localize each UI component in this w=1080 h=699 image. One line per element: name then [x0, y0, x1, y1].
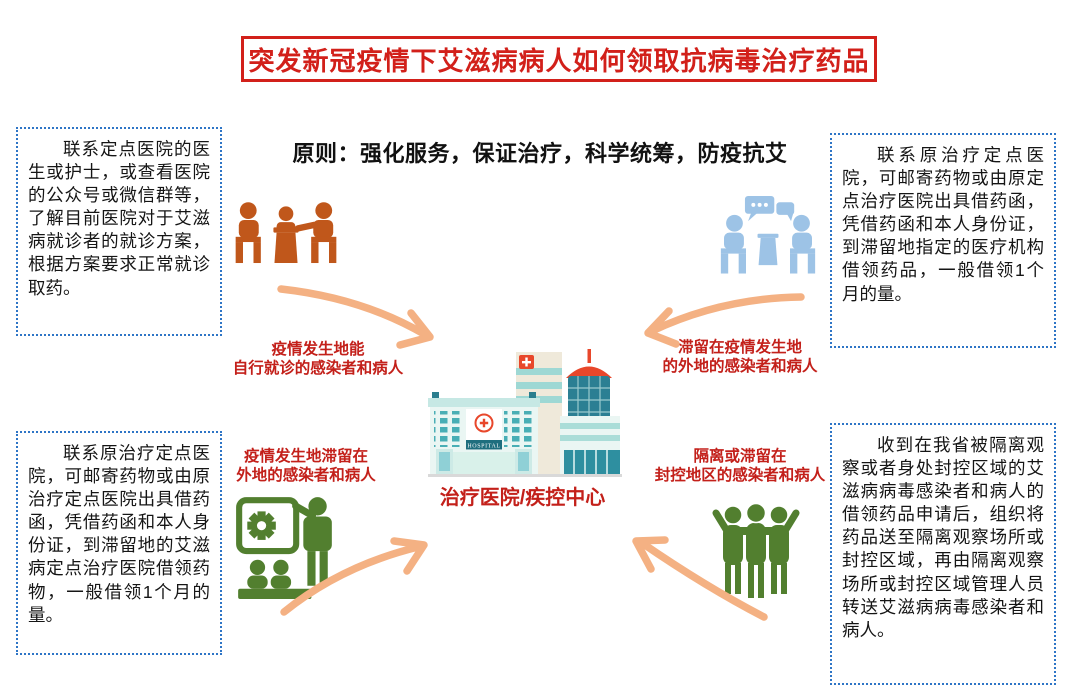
info-box-top-left: 联系定点医院的医生或护士，或查看医院的公众号或微信群等，了解目前医院对于艾滋病就… — [16, 127, 222, 336]
flow-label-top-left: 疫情发生地能 自行就诊的感染者和病人 — [225, 340, 411, 378]
flow-label-line: 的外地的感染者和病人 — [662, 358, 818, 375]
hospital-right-building — [560, 416, 620, 474]
info-box-top-right: 联系原治疗定点医院，可邮寄药物或由原定点治疗医院出具借药函，凭借药函和本人身份证… — [830, 133, 1056, 348]
hospital-cylinder-tower — [566, 349, 612, 422]
people-group-icon — [712, 502, 800, 598]
red-cross-sign-icon — [522, 357, 531, 367]
training-presentation-icon — [236, 497, 332, 599]
center-label: 治疗医院/疾控中心 — [439, 487, 606, 509]
info-box-bottom-left: 联系原治疗定点医院，可邮寄药物或由原治疗定点医院出具借药函，凭借药函和本人身份证… — [16, 431, 222, 655]
flow-label-bottom-right: 隔离或滞留在 封控地区的感染者和病人 — [647, 447, 833, 485]
meeting-discussion-icon — [235, 202, 337, 264]
hospital-main-building: HOSPITAL — [428, 392, 622, 477]
curved-arrow-top-left-icon — [277, 285, 434, 349]
consultation-chat-icon — [720, 196, 816, 274]
hospital-sign-text: HOSPITAL — [467, 444, 500, 450]
title-banner: 突发新冠疫情下艾滋病病人如何领取抗病毒治疗药品 — [241, 36, 877, 82]
flow-label-line: 疫情发生地滞留在 — [243, 448, 368, 465]
principle-text: 原则：强化服务，保证治疗，科学统筹，防疫抗艾 — [292, 141, 788, 166]
page-title: 突发新冠疫情下艾滋病病人如何领取抗病毒治疗药品 — [248, 45, 870, 76]
flow-label-line: 滞留在疫情发生地 — [677, 339, 802, 356]
flow-label-line: 自行就诊的感染者和病人 — [232, 360, 404, 377]
flow-label-line: 疫情发生地能 — [271, 341, 365, 358]
flow-label-line: 隔离或滞留在 — [693, 448, 787, 465]
hospital-building-illustration: HOSPITAL — [428, 349, 622, 477]
flow-label-line: 外地的感染者和病人 — [236, 467, 376, 484]
hospital-cross-icon — [479, 418, 489, 428]
info-box-bottom-right: 收到在我省被隔离观察或者身处封控区域的艾滋病病毒感染者和病人的借领药品申请后，组… — [830, 423, 1056, 685]
flow-label-top-right: 滞留在疫情发生地 的外地的感染者和病人 — [645, 338, 835, 376]
curved-arrow-top-right-icon — [644, 293, 805, 348]
flow-label-line: 封控地区的感染者和病人 — [654, 467, 826, 484]
flow-label-bottom-left: 疫情发生地滞留在 外地的感染者和病人 — [213, 447, 399, 485]
